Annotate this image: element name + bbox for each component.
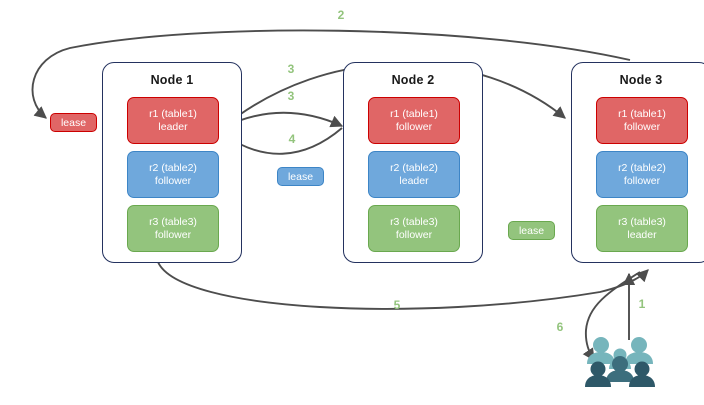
replica-n3-r3[interactable]: r3 (table3) leader bbox=[596, 205, 688, 252]
replica-n3-r1-name: r1 (table1) bbox=[618, 107, 666, 120]
replica-n2-r2-name: r2 (table2) bbox=[390, 161, 438, 174]
replica-n2-r1-role: follower bbox=[395, 120, 433, 133]
replica-n3-r3-role: leader bbox=[627, 228, 657, 241]
replica-n1-r3[interactable]: r3 (table3) follower bbox=[127, 205, 219, 252]
step-label-2: 2 bbox=[337, 8, 345, 22]
replica-n2-r3[interactable]: r3 (table3) follower bbox=[368, 205, 460, 252]
replica-n3-r1-role: follower bbox=[623, 120, 661, 133]
node-box-2[interactable]: Node 2 r1 (table1) follower r2 (table2) … bbox=[343, 62, 483, 263]
lease-table3[interactable]: lease bbox=[508, 221, 555, 240]
step-label-5: 5 bbox=[393, 298, 401, 312]
replica-n3-r2-role: follower bbox=[623, 174, 661, 187]
replica-n1-r3-role: follower bbox=[154, 228, 192, 241]
replica-n2-r3-name: r3 (table3) bbox=[390, 215, 438, 228]
replica-n3-r3-name: r3 (table3) bbox=[618, 215, 666, 228]
replica-n1-r2-name: r2 (table2) bbox=[149, 161, 197, 174]
node-2-title: Node 2 bbox=[391, 73, 435, 87]
lease-table1[interactable]: lease bbox=[50, 113, 97, 132]
node-3-title: Node 3 bbox=[619, 73, 663, 87]
replica-n2-r2-role: leader bbox=[399, 174, 429, 187]
replica-n1-r3-name: r3 (table3) bbox=[149, 215, 197, 228]
replica-n3-r1[interactable]: r1 (table1) follower bbox=[596, 97, 688, 144]
step-label-3-upper: 3 bbox=[287, 62, 295, 76]
replica-n1-r2-role: follower bbox=[154, 174, 192, 187]
replica-n1-r1-role: leader bbox=[158, 120, 188, 133]
replica-n1-r1[interactable]: r1 (table1) leader bbox=[127, 97, 219, 144]
users-icon bbox=[585, 337, 655, 387]
lease-table2[interactable]: lease bbox=[277, 167, 324, 186]
step-label-3-lower: 3 bbox=[287, 89, 295, 103]
replica-n3-r2-name: r2 (table2) bbox=[618, 161, 666, 174]
replica-n3-r2[interactable]: r2 (table2) follower bbox=[596, 151, 688, 198]
replica-n2-r3-role: follower bbox=[395, 228, 433, 241]
node-1-title: Node 1 bbox=[150, 73, 194, 87]
step-label-1: 1 bbox=[638, 297, 646, 311]
replica-n2-r1-name: r1 (table1) bbox=[390, 107, 438, 120]
step-label-4: 4 bbox=[288, 132, 296, 146]
replica-n2-r1[interactable]: r1 (table1) follower bbox=[368, 97, 460, 144]
step-label-6: 6 bbox=[556, 320, 564, 334]
replica-n1-r1-name: r1 (table1) bbox=[149, 107, 197, 120]
node-box-1[interactable]: Node 1 r1 (table1) leader r2 (table2) fo… bbox=[102, 62, 242, 263]
replica-n2-r2[interactable]: r2 (table2) leader bbox=[368, 151, 460, 198]
replica-n1-r2[interactable]: r2 (table2) follower bbox=[127, 151, 219, 198]
node-box-3[interactable]: Node 3 r1 (table1) follower r2 (table2) … bbox=[571, 62, 704, 263]
